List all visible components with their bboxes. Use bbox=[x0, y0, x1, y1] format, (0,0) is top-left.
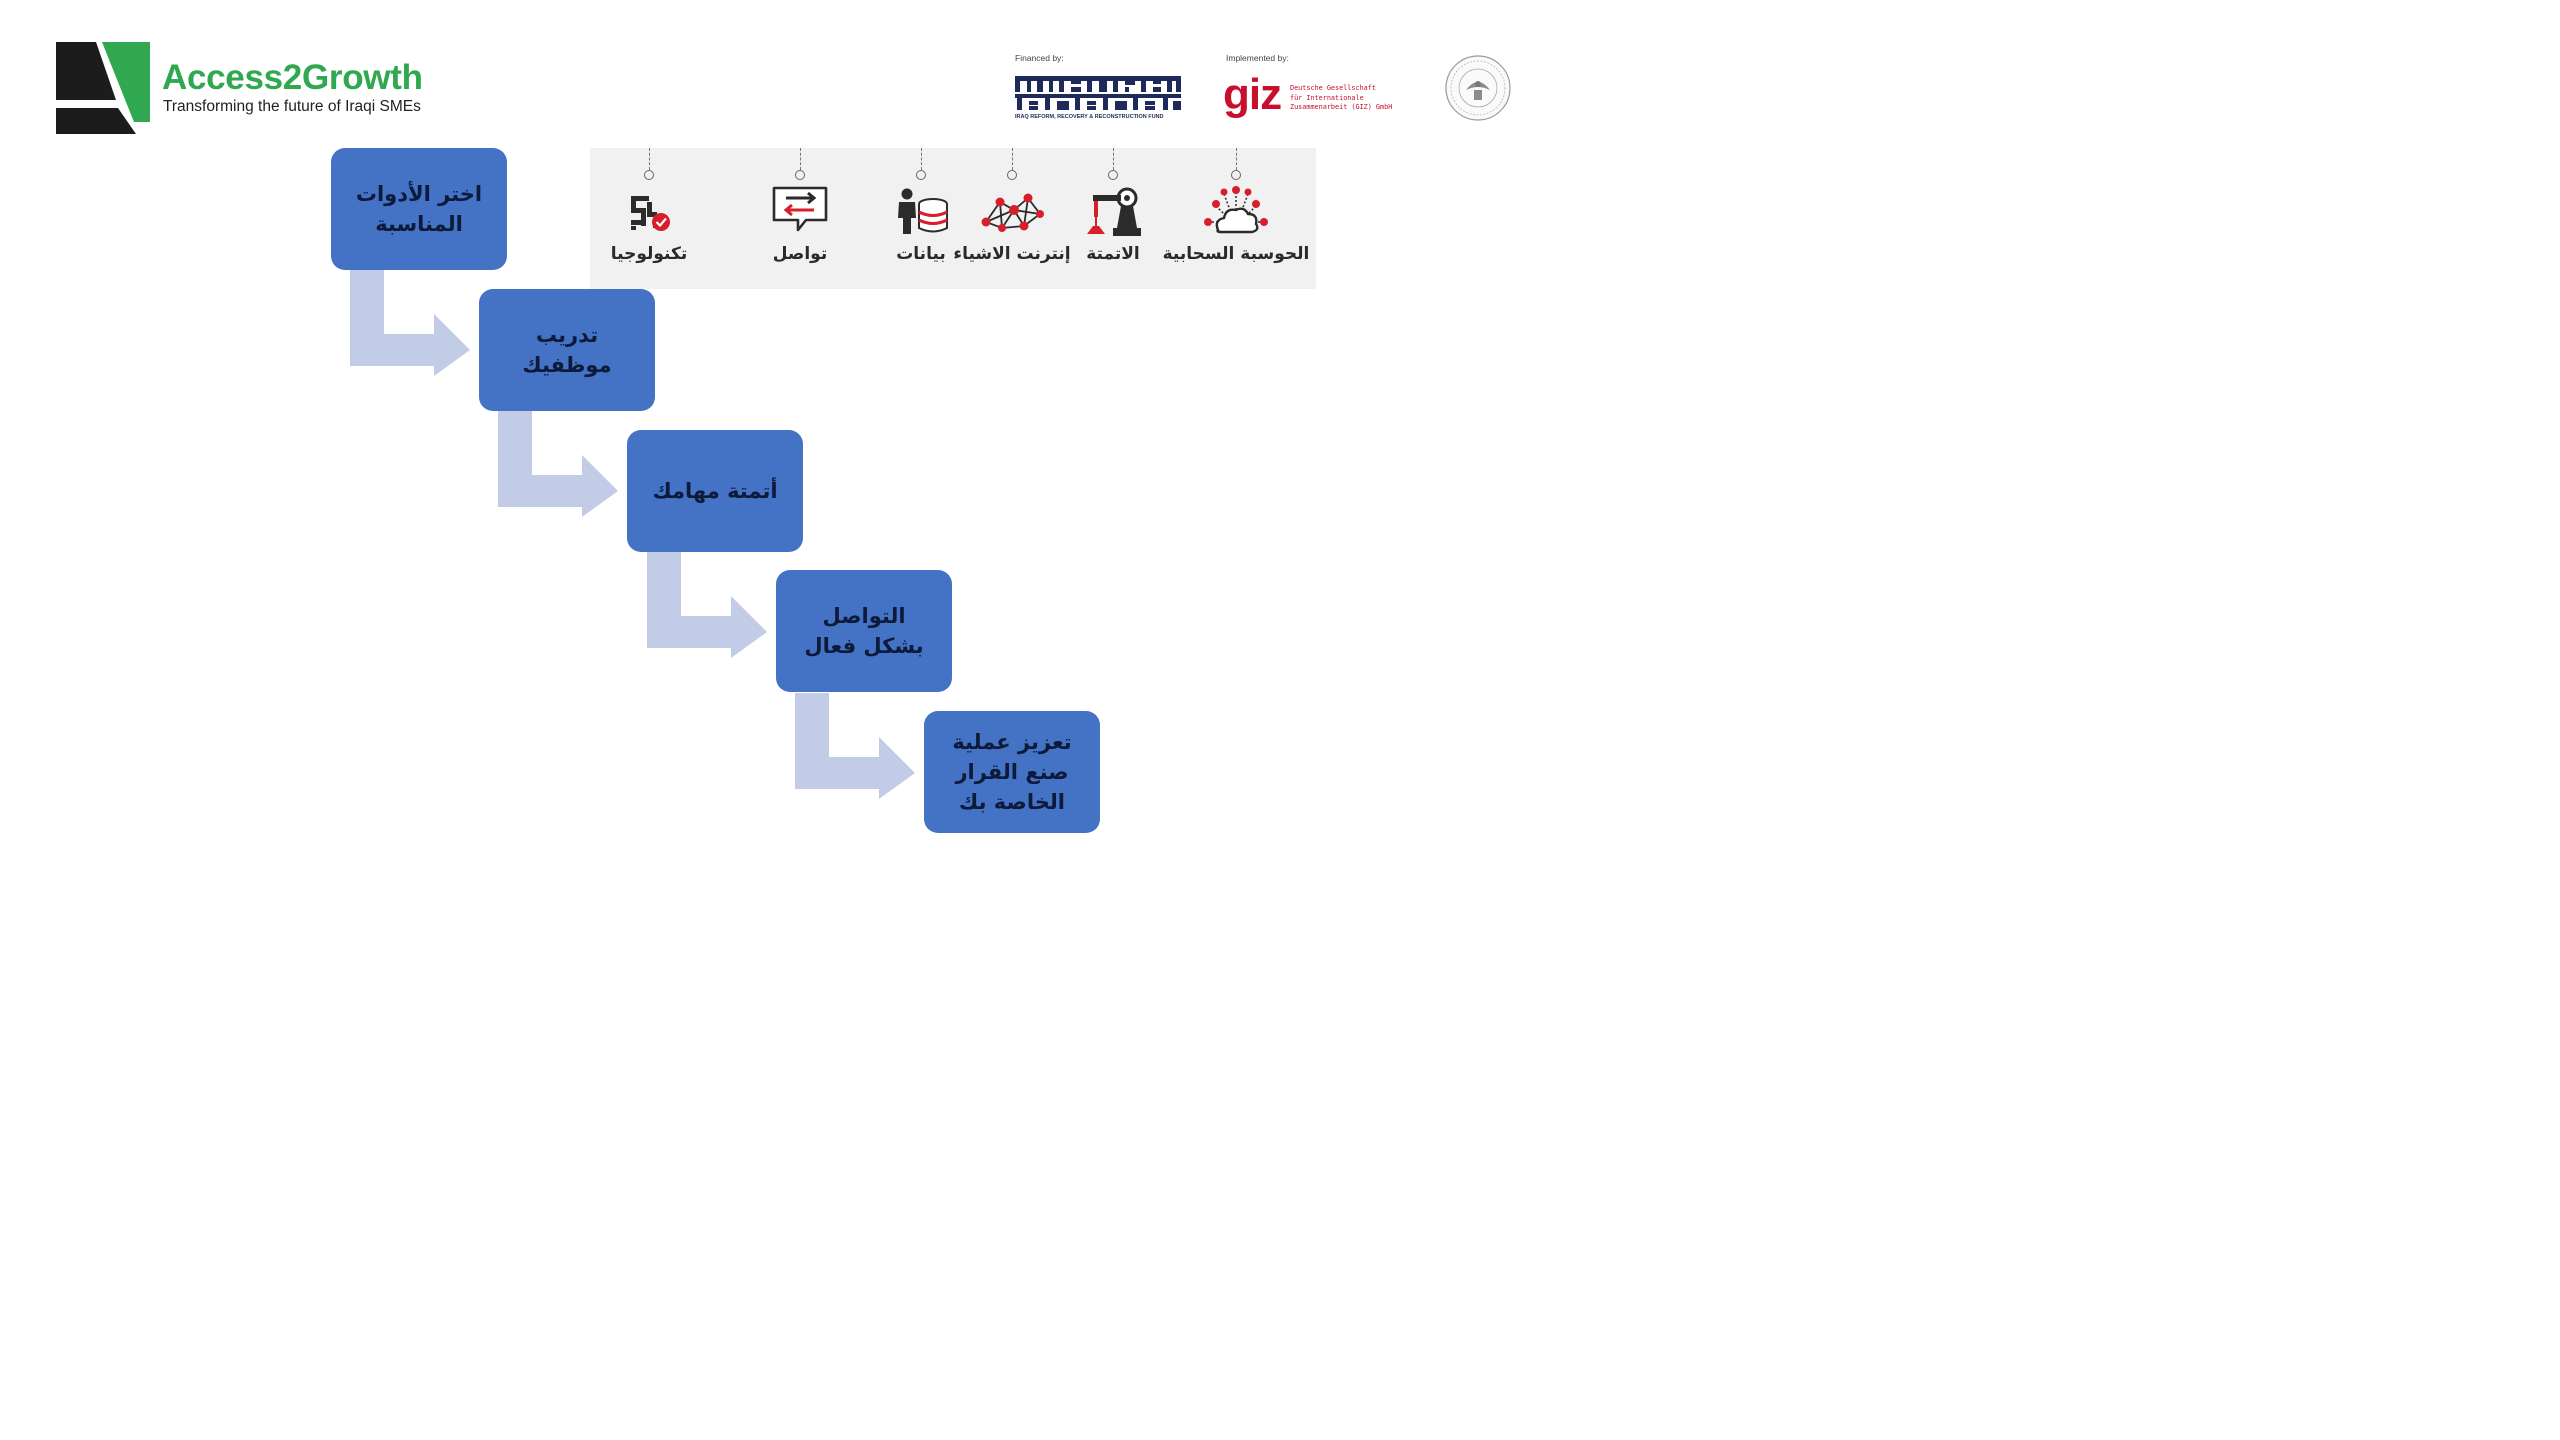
step-enhance-decision-making: تعزيز عملية صنع القرار الخاصة بك bbox=[924, 711, 1100, 833]
step-automate-tasks: أتمتة مهامك bbox=[627, 430, 803, 552]
implemented-by-label: Implemented by: bbox=[1226, 53, 1289, 63]
tech-label: تكنولوجيا bbox=[610, 244, 688, 264]
hanger-line bbox=[921, 148, 922, 170]
hanger-ring-icon bbox=[916, 170, 926, 180]
hanger-line bbox=[1236, 148, 1237, 170]
step-train-staff: تدريب موظفيك bbox=[479, 289, 655, 411]
tech-item-communication: تواصل bbox=[735, 148, 865, 289]
flow-arrow-icon bbox=[795, 693, 915, 799]
hanger-line bbox=[1113, 148, 1114, 170]
flow-arrow-icon bbox=[350, 270, 470, 376]
giz-description: Deutsche Gesellschaft für Internationale… bbox=[1290, 84, 1392, 113]
tech-label: الحوسبة السحابية bbox=[1162, 244, 1310, 264]
brand-subtitle: Transforming the future of Iraqi SMEs bbox=[163, 98, 421, 115]
network-nodes-icon bbox=[981, 193, 1044, 232]
giz-description-line: Deutsche Gesellschaft bbox=[1290, 84, 1376, 92]
flow-arrow-icon bbox=[498, 411, 618, 517]
step-choose-tools: اختر الأدوات المناسبة bbox=[331, 148, 507, 270]
tech-label: إنترنت الاشياء bbox=[953, 244, 1071, 264]
tech-item-cloud: الحوسبة السحابية bbox=[1163, 148, 1309, 289]
tech-label: تواصل bbox=[772, 244, 828, 264]
step-communicate-effectively: التواصل بشكل فعال bbox=[776, 570, 952, 692]
access2growth-logo-icon bbox=[56, 42, 150, 134]
tech-label: الاتمتة bbox=[1086, 244, 1140, 264]
hanger-ring-icon bbox=[1007, 170, 1017, 180]
flow-arrow-icon bbox=[647, 552, 767, 658]
robot-arm-icon bbox=[1087, 187, 1141, 236]
hanger-line bbox=[1012, 148, 1013, 170]
hanger-line bbox=[800, 148, 801, 170]
giz-logo-text: giz bbox=[1223, 70, 1282, 119]
hanger-ring-icon bbox=[644, 170, 654, 180]
cloud-network-icon bbox=[1204, 186, 1268, 234]
fund-caption: IRAQ REFORM, RECOVERY & RECONSTRUCTION F… bbox=[1015, 114, 1164, 120]
hanger-line bbox=[649, 148, 650, 170]
circuit-check-icon bbox=[631, 196, 670, 231]
person-database-icon bbox=[898, 188, 948, 234]
hanger-ring-icon bbox=[1108, 170, 1118, 180]
tech-item-iot: إنترنت الاشياء bbox=[947, 148, 1077, 289]
tech-item-automation: الاتمتة bbox=[1048, 148, 1178, 289]
giz-description-line: Zusammenarbeit (GIZ) GmbH bbox=[1290, 103, 1393, 111]
tech-item-data: بيانات bbox=[856, 148, 986, 289]
tech-item-technology: تكنولوجيا bbox=[584, 148, 714, 289]
hanger-ring-icon bbox=[795, 170, 805, 180]
brand-title: Access2Growth bbox=[162, 58, 423, 97]
giz-description-line: für Internationale bbox=[1290, 93, 1364, 102]
technology-strip: تكنولوجيا تواصل بيانات bbox=[590, 148, 1316, 289]
reconstruction-fund-logo-icon bbox=[1015, 76, 1181, 110]
chat-exchange-icon bbox=[772, 186, 828, 232]
financed-by-label: Financed by: bbox=[1015, 53, 1064, 63]
government-seal-icon bbox=[1445, 55, 1511, 121]
hanger-ring-icon bbox=[1231, 170, 1241, 180]
tech-label: بيانات bbox=[896, 244, 946, 264]
